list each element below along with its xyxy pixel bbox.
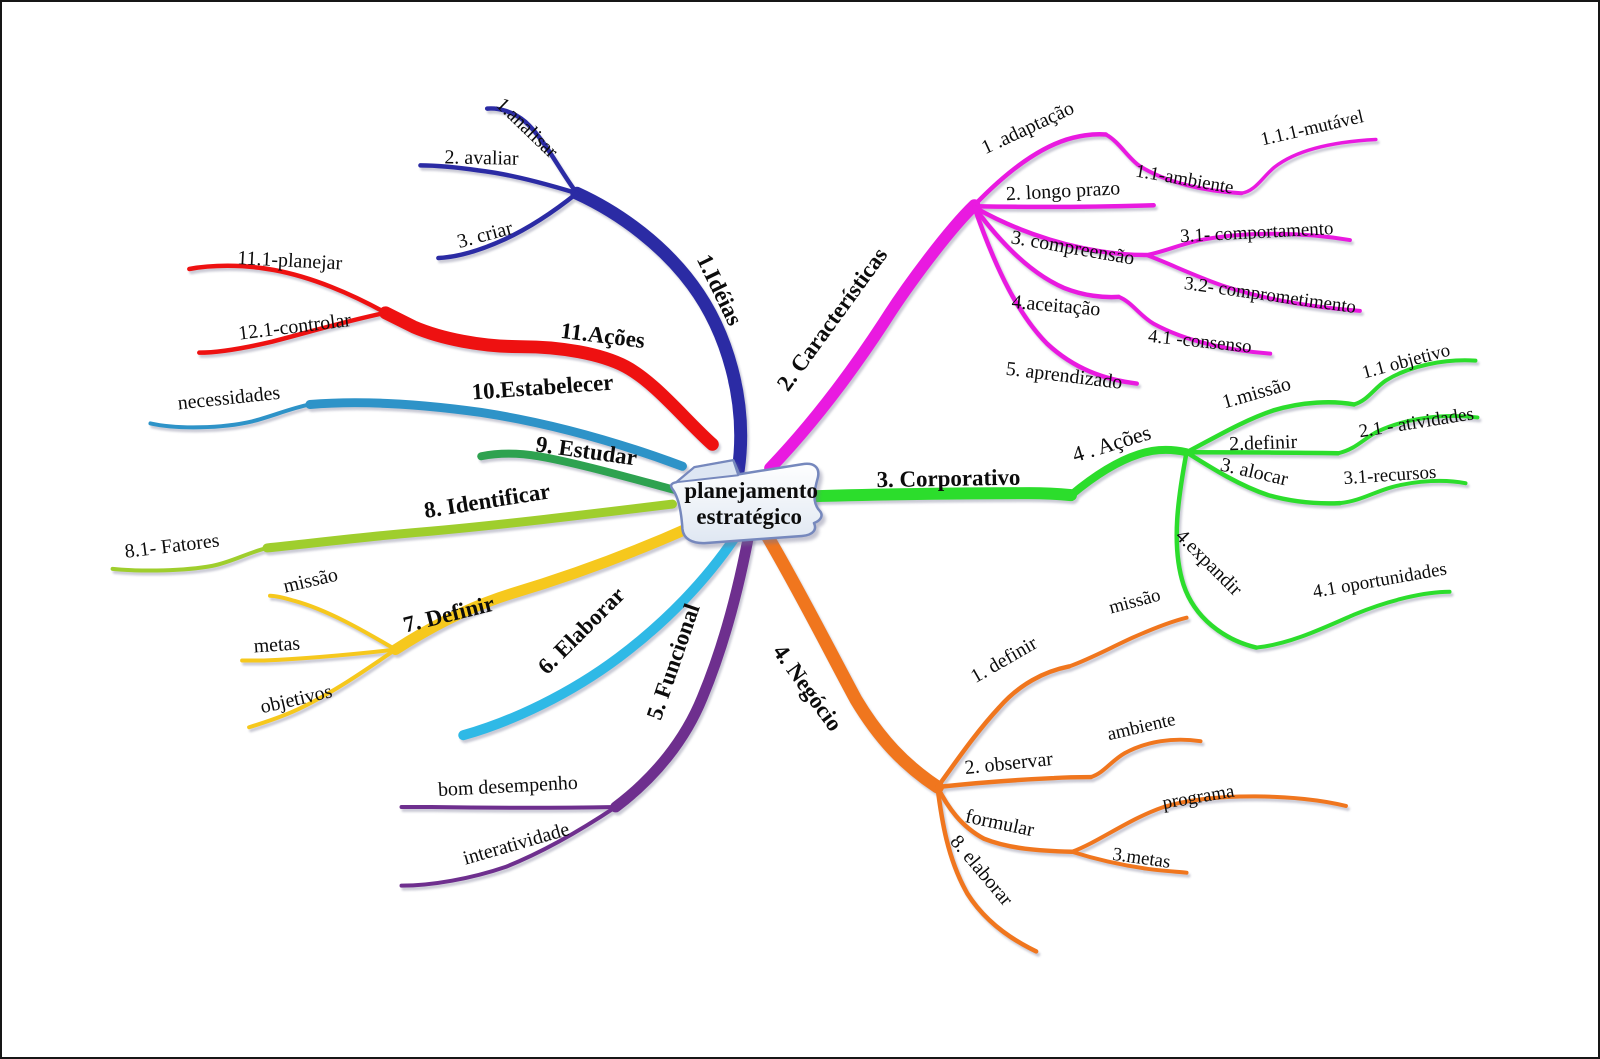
topic-definir-corp[interactable]: 2.definir (1229, 431, 1298, 455)
topic-observar[interactable]: 2. observar (964, 748, 1055, 779)
center-node-paper[interactable] (669, 459, 823, 545)
topic-mutavel[interactable]: 1.1.1-mutável (1259, 106, 1366, 150)
branch-funcional (399, 532, 754, 888)
topic-comportamento[interactable]: 3.1- comportamento (1180, 218, 1334, 247)
branch-estabelecer (148, 398, 687, 471)
topic-controlar[interactable]: 12.1-controlar (237, 309, 353, 345)
branch-estudar (477, 449, 680, 495)
topic-consenso[interactable]: 4.1 -consenso (1147, 326, 1253, 358)
topic-missao7[interactable]: missão (281, 564, 340, 598)
center-node-fold (675, 459, 740, 484)
branch-corporativo (784, 358, 1480, 650)
topic-expandir[interactable]: 4.expandir (1171, 525, 1247, 601)
topic-objetivos7[interactable]: objetivos (258, 680, 334, 718)
topic-aprendizado[interactable]: 5. aprendizado (1005, 358, 1124, 394)
topic-acoes-corp[interactable]: 4 . Ações (1069, 419, 1154, 467)
topic-estabelecer[interactable]: 10.Estabelecer (471, 370, 614, 405)
topic-objetivo[interactable]: 1.1 objetivo (1360, 340, 1453, 384)
branch-definir (240, 519, 701, 730)
topic-corporativo[interactable]: 3. Corporativo (876, 465, 1020, 493)
branch-acoes (187, 263, 719, 451)
topic-caracteristicas[interactable]: 2. Características (772, 243, 892, 396)
labels: planejamento estratégico 1.Idéias 1.anal… (123, 93, 1475, 910)
topic-adaptacao[interactable]: 1 .adaptação (978, 97, 1077, 159)
topic-ambiente-11[interactable]: 1.1-ambiente (1134, 161, 1235, 199)
topic-metas-neg[interactable]: 3.metas (1111, 844, 1172, 873)
topic-comprometimento[interactable]: 3.2- comprometimento (1183, 273, 1358, 318)
topic-planejar[interactable]: 11.1-planejar (237, 247, 343, 274)
topic-definir7[interactable]: 7. Definir (401, 591, 497, 638)
topic-necessidades[interactable]: necessidades (177, 382, 282, 415)
center-title-line1[interactable]: planejamento (684, 478, 818, 503)
topic-fatores[interactable]: 8.1- Fatores (123, 529, 220, 562)
branch-elaborar (458, 531, 741, 741)
branch-caracteristicas (764, 132, 1378, 475)
branch-ideias (418, 106, 748, 477)
topic-oportunidades[interactable]: 4.1 oportunidades (1311, 558, 1448, 602)
branch-identificar (110, 499, 677, 573)
topic-programa[interactable]: programa (1161, 780, 1237, 813)
topic-recursos[interactable]: 3.1-recursos (1343, 462, 1437, 489)
topic-metas7[interactable]: metas (253, 632, 301, 657)
topic-bom-desempenho[interactable]: bom desempenho (437, 772, 578, 801)
topic-missao-neg[interactable]: missão (1107, 585, 1163, 619)
topic-atividades[interactable]: 2.1 - atividades (1357, 403, 1475, 442)
topic-formular[interactable]: formular (963, 805, 1036, 841)
center-title-line2[interactable]: estratégico (696, 504, 802, 529)
topic-longo-prazo[interactable]: 2. longo prazo (1005, 177, 1120, 205)
center-node[interactable] (669, 459, 823, 545)
topic-alocar[interactable]: 3. alocar (1218, 454, 1290, 491)
branch-negocio (759, 527, 1348, 954)
topic-avaliar[interactable]: 2. avaliar (444, 146, 519, 169)
